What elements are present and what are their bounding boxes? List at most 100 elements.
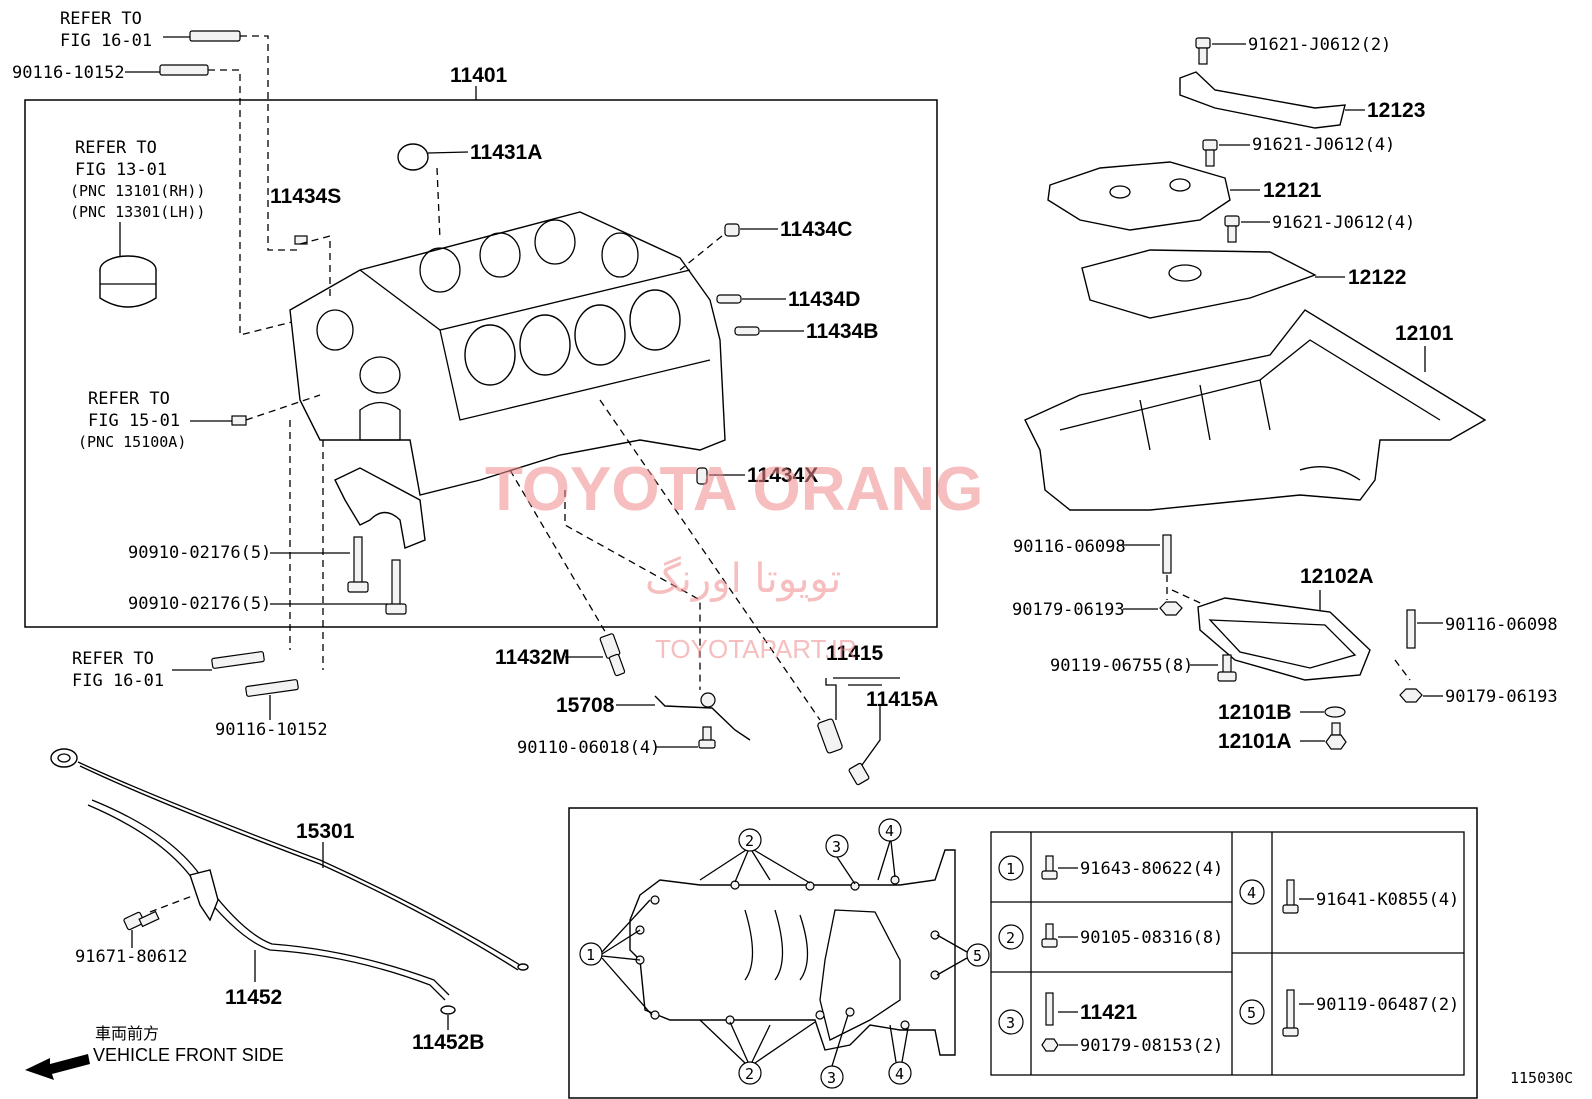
bolt-90910-b (385, 559, 407, 615)
part-90119-06755[interactable]: 90119-06755(8) (1050, 656, 1193, 676)
bolt-91621-a (1195, 37, 1211, 65)
watermark-brand: TOYOTA ORANG (485, 455, 983, 524)
part-90116-06098-l[interactable]: 90116-06098 (1013, 537, 1126, 557)
nut-90179-08153-icon (1041, 1038, 1059, 1052)
refer-fig-16-01-top-line2: FIG 16-01 (60, 31, 152, 51)
bracket-12123 (1179, 71, 1346, 129)
pin-11434D (716, 294, 742, 304)
part-11434C[interactable]: 11434C (780, 218, 852, 241)
part-90910-02176-a[interactable]: 90910-02176(5) (128, 543, 271, 563)
part-12122[interactable]: 12122 (1348, 266, 1406, 289)
o-ring-11452B (440, 1005, 456, 1015)
refer-fig-15-01-line3: (PNC 15100A) (78, 433, 186, 451)
svg-text:4: 4 (885, 822, 894, 840)
part-12121[interactable]: 12121 (1263, 179, 1322, 202)
part-11452[interactable]: 11452 (225, 986, 282, 1009)
refer-fig-13-01-line3: (PNC 13101(RH)) (70, 182, 205, 200)
svg-text:3: 3 (832, 838, 841, 856)
bearing-cap-drawing (334, 467, 426, 549)
part-12101A[interactable]: 12101A (1218, 730, 1292, 753)
legend-part-90179-08153[interactable]: 90179-08153(2) (1080, 1036, 1223, 1056)
bolt-90910-a (347, 536, 369, 593)
part-90116-10152-bot[interactable]: 90116-10152 (215, 720, 328, 740)
legend-row-5: 5 90119-06487(2) (1239, 989, 1459, 1037)
refer-fig-16-01-top-line1: REFER TO (60, 9, 142, 29)
part-11434B[interactable]: 11434B (806, 320, 878, 343)
nut-90179-06193-r (1399, 688, 1423, 703)
figure-code: 115030C (1510, 1069, 1573, 1087)
bolt-91621-c (1224, 215, 1240, 243)
part-11434D[interactable]: 11434D (788, 288, 860, 311)
part-11415[interactable]: 11415 (826, 642, 884, 665)
refer-fig-16-01-bot-line2: FIG 16-01 (72, 671, 164, 691)
nut-90179-06193-l (1159, 601, 1183, 616)
part-15708[interactable]: 15708 (556, 694, 615, 717)
sensor-11432M (599, 633, 626, 677)
part-91621-J0612-4-a[interactable]: 91621-J0612(4) (1252, 135, 1395, 155)
bolt-90105-icon (1041, 923, 1058, 948)
part-11415A[interactable]: 11415A (866, 688, 938, 711)
callout-2-top: 2 (699, 828, 811, 884)
stud-bolt-90116 (159, 64, 209, 76)
refer-fig-15-01-line1: REFER TO (88, 389, 170, 409)
part-15301[interactable]: 15301 (296, 820, 355, 843)
part-12101[interactable]: 12101 (1395, 322, 1454, 345)
part-11401[interactable]: 11401 (450, 64, 508, 87)
part-90110-06018[interactable]: 90110-06018(4) (517, 738, 660, 758)
refer-fig-13-01-line1: REFER TO (75, 138, 157, 158)
part-11432M[interactable]: 11432M (495, 646, 570, 669)
part-11431A[interactable]: 11431A (470, 141, 542, 164)
stud-11421-icon (1045, 992, 1054, 1026)
guide-tube-11452 (87, 799, 450, 1001)
watermark-site: TOYOTAPART.IR (655, 634, 857, 664)
oil-jet-15708 (654, 695, 751, 741)
svg-text:5: 5 (973, 947, 982, 965)
svg-text:2: 2 (745, 1065, 754, 1083)
callout-2-bottom: 2 (699, 1019, 816, 1085)
svg-text:3: 3 (827, 1069, 836, 1087)
part-90910-02176-b[interactable]: 90910-02176(5) (128, 594, 271, 614)
part-91671-80612[interactable]: 91671-80612 (75, 947, 188, 967)
part-11434X[interactable]: 11434X (747, 464, 818, 487)
refer-fig-16-01-bot-line1: REFER TO (72, 649, 154, 669)
plug-12101A (1325, 722, 1347, 750)
part-91621-J0612-2[interactable]: 91621-J0612(2) (1248, 35, 1391, 55)
refer-fig-15-01-line2: FIG 15-01 (88, 411, 180, 431)
piston-icon (99, 255, 157, 308)
legend-row-4: 4 91641-K0855(4) (1239, 879, 1459, 914)
oil-pan-bolt-layout (629, 849, 956, 1056)
callout-3-bottom: 3 (820, 1014, 849, 1089)
stud-bolt-bot-a (211, 651, 265, 669)
oil-pan-12101 (1024, 309, 1487, 511)
part-90116-10152-top[interactable]: 90116-10152 (12, 63, 125, 83)
part-12123[interactable]: 12123 (1367, 99, 1425, 122)
part-12102A[interactable]: 12102A (1300, 565, 1374, 588)
legend-part-11421[interactable]: 11421 (1080, 1001, 1138, 1024)
part-12101B[interactable]: 12101B (1218, 701, 1292, 724)
gasket-12101B (1324, 706, 1346, 718)
dipstick-15301 (50, 748, 529, 971)
part-90179-06193-r[interactable]: 90179-06193 (1445, 687, 1558, 707)
legend-row-3: 3 11421 90179-08153(2) (998, 992, 1223, 1056)
bolt-90119-06487-icon (1282, 989, 1299, 1037)
vehicle-front-en: VEHICLE FRONT SIDE (93, 1045, 284, 1065)
legend-part-91641-K0855[interactable]: 91641-K0855(4) (1316, 890, 1459, 910)
legend-part-90119-06487[interactable]: 90119-06487(2) (1316, 995, 1459, 1015)
part-90116-06098-r[interactable]: 90116-06098 (1445, 615, 1558, 635)
part-11434S[interactable]: 11434S (270, 185, 341, 208)
part-91621-J0612-4-b[interactable]: 91621-J0612(4) (1272, 213, 1415, 233)
oil-pan-12102A (1197, 597, 1371, 681)
svg-text:2: 2 (1006, 929, 1015, 947)
stud-90116-06098-r (1406, 609, 1416, 649)
part-90179-06193-l[interactable]: 90179-06193 (1012, 600, 1125, 620)
engine-block-frame (24, 99, 938, 628)
bolt-91621-b (1202, 139, 1218, 167)
part-11452B[interactable]: 11452B (412, 1031, 484, 1054)
pin-11434X (696, 467, 708, 485)
callout-4-bottom: 4 (888, 1024, 912, 1085)
legend-part-90105-08316[interactable]: 90105-08316(8) (1080, 928, 1223, 948)
callout-3-top: 3 (825, 834, 856, 885)
legend-part-91643-80622[interactable]: 91643-80622(4) (1080, 859, 1223, 879)
bolt-91643-icon (1041, 855, 1058, 880)
